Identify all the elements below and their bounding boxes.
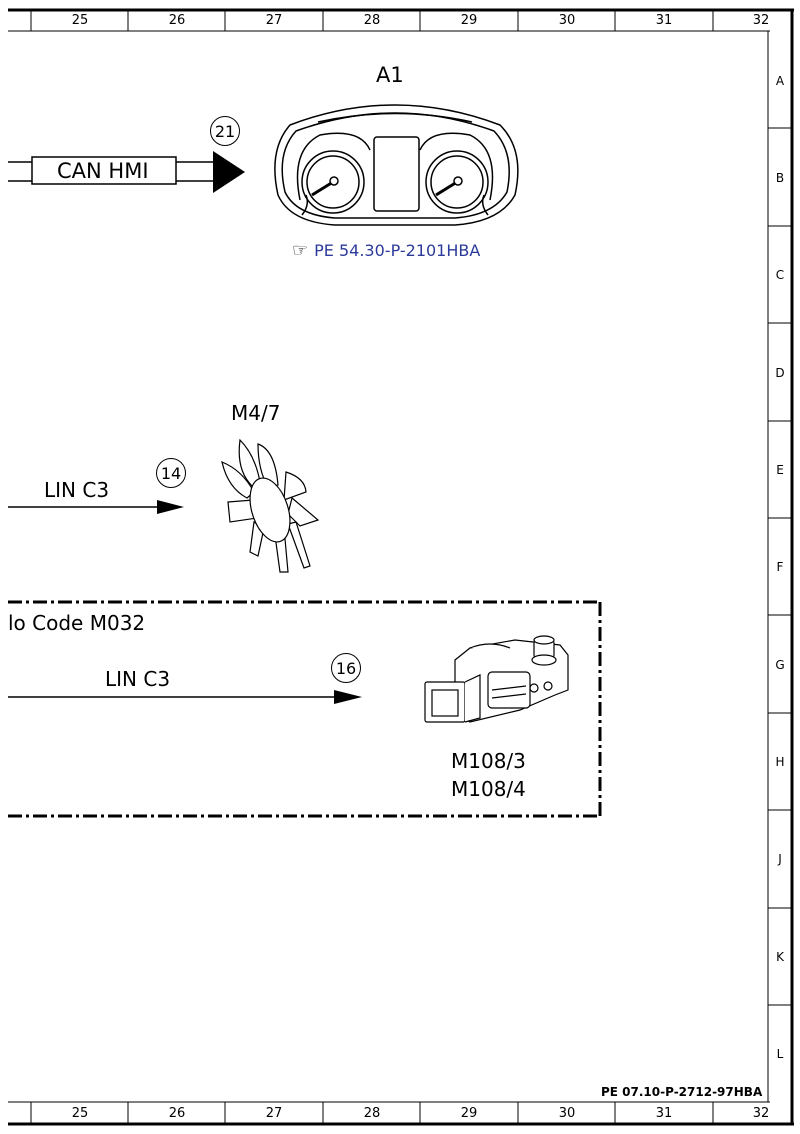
- column-label: 30: [558, 13, 576, 28]
- column-label: 28: [363, 1106, 381, 1121]
- column-label: 25: [71, 13, 89, 28]
- column-label: 27: [265, 1106, 283, 1121]
- row-label: L: [776, 1047, 784, 1061]
- column-label: 26: [168, 13, 186, 28]
- bus-label-lin-c3-fan: LIN C3: [44, 478, 110, 502]
- column-label: 29: [460, 1106, 478, 1121]
- row-label: B: [775, 171, 785, 185]
- column-label: 32: [752, 1106, 770, 1121]
- column-label: 32: [752, 13, 770, 28]
- component-label-m108-3: M108/3: [451, 749, 526, 773]
- can-hmi-bus-wire: [8, 156, 215, 185]
- fan-drawing: [221, 438, 320, 573]
- row-label: D: [775, 366, 785, 380]
- row-label: C: [775, 268, 785, 282]
- row-label: G: [775, 658, 785, 672]
- component-label-m4-7: M4/7: [231, 401, 281, 425]
- instrument-cluster-drawing: [274, 104, 519, 226]
- connector-badge-16: 16: [331, 653, 361, 683]
- component-label-a1: A1: [376, 63, 404, 87]
- column-label: 29: [460, 13, 478, 28]
- row-label: J: [778, 852, 782, 866]
- column-label: 26: [168, 1106, 186, 1121]
- pointing-hand-icon: ☞: [292, 240, 309, 261]
- actuator-drawing: [424, 635, 569, 723]
- column-label: 31: [655, 13, 673, 28]
- bus-label-can-hmi: CAN HMI: [57, 159, 149, 183]
- reference-text: PE 54.30-P-2101HBA: [314, 241, 481, 260]
- component-label-m108-4: M108/4: [451, 777, 526, 801]
- column-label: 31: [655, 1106, 673, 1121]
- row-label: K: [776, 950, 784, 964]
- option-code-boundary: [8, 600, 602, 818]
- column-label: 30: [558, 1106, 576, 1121]
- document-id: PE 07.10-P-2712-97HBA: [601, 1085, 763, 1099]
- column-label: 25: [71, 1106, 89, 1121]
- row-label: H: [775, 755, 785, 769]
- row-label: A: [775, 74, 785, 88]
- cluster-reference-link[interactable]: ☞ PE 54.30-P-2101HBA: [292, 240, 480, 261]
- can-arrow-head: [213, 151, 245, 193]
- connector-badge-14: 14: [156, 458, 186, 488]
- row-label: E: [776, 463, 784, 477]
- lin-arrow-head-actuator: [334, 690, 362, 704]
- column-label: 28: [363, 13, 381, 28]
- connector-badge-21: 21: [210, 116, 240, 146]
- option-code-label: lo Code M032: [8, 611, 146, 635]
- column-label: 27: [265, 13, 283, 28]
- row-label: F: [776, 560, 784, 574]
- lin-arrow-head-fan: [157, 500, 184, 514]
- bus-label-lin-c3-actuator: LIN C3: [105, 667, 171, 691]
